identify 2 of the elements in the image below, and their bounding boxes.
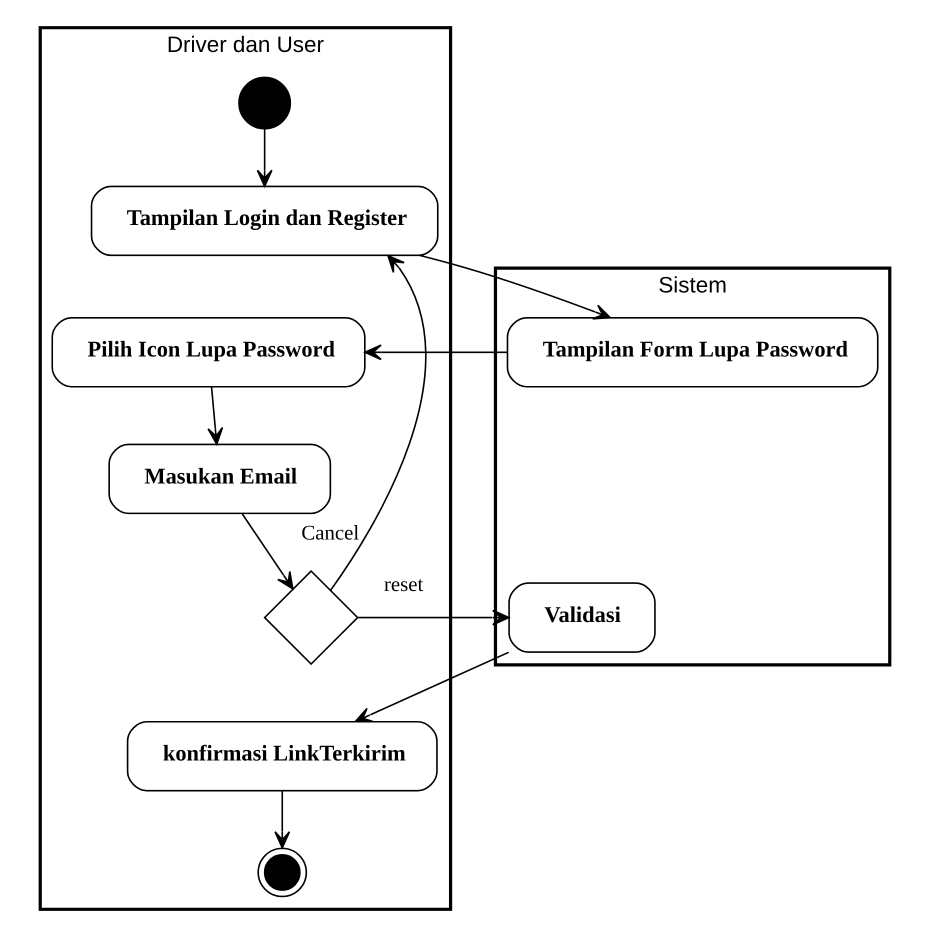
edge-label: reset: [383, 572, 423, 596]
edge-label: Cancel: [300, 520, 359, 545]
